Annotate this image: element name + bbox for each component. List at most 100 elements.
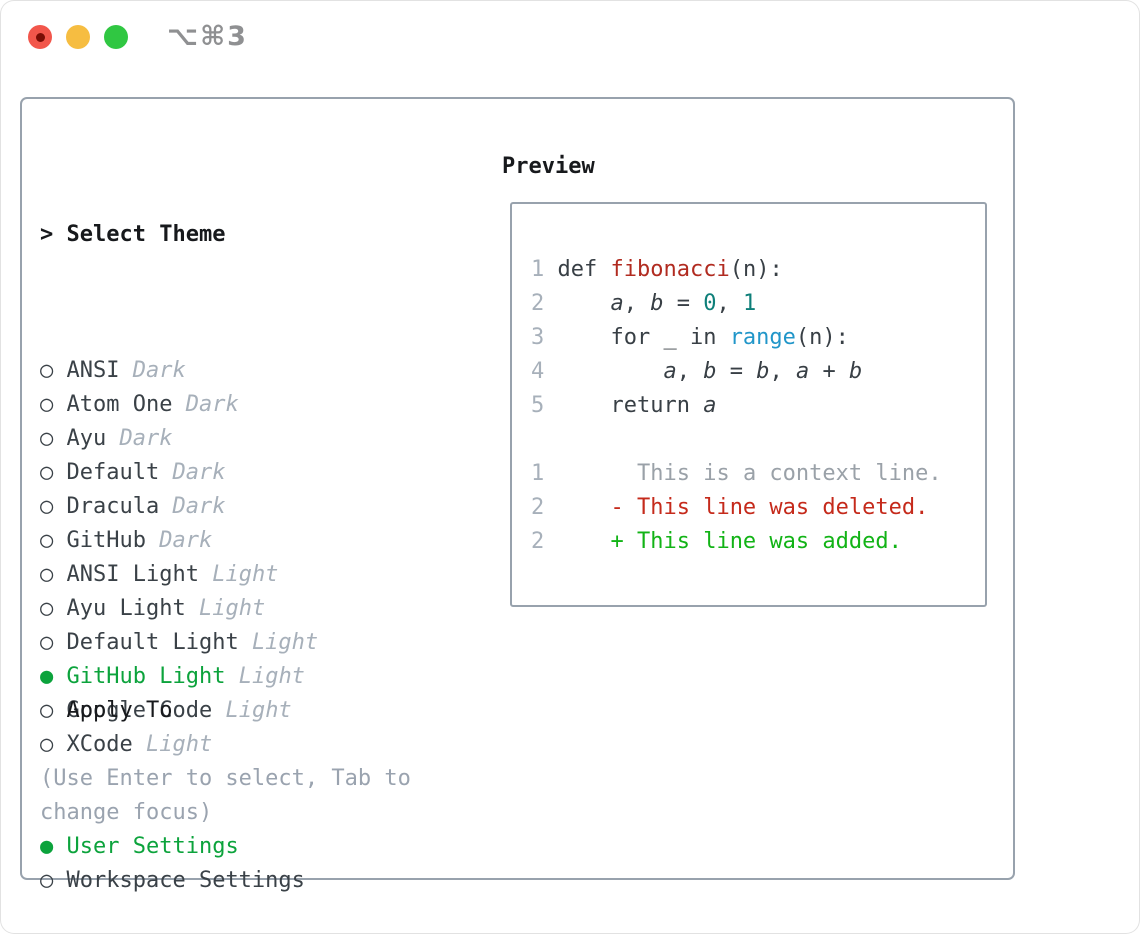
theme-option-atom-one[interactable]: ○ Atom One Dark xyxy=(40,388,318,422)
code-token: 1 xyxy=(742,291,757,316)
theme-kind: Light xyxy=(198,596,266,621)
theme-kind: Light xyxy=(145,732,213,757)
radio-off-icon: ○ xyxy=(40,698,54,723)
line-number: 2 xyxy=(531,495,545,520)
theme-option-ayu-light[interactable]: ○ Ayu Light Light xyxy=(40,592,318,626)
theme-list: > Select Theme ○ ANSI Dark○ Atom One Dar… xyxy=(40,150,318,762)
apply-option-label: Workspace Settings xyxy=(66,868,305,893)
code-token: a xyxy=(663,359,677,384)
radio-off-icon: ○ xyxy=(40,630,54,655)
line-number: 3 xyxy=(531,325,545,350)
code-token: (n): xyxy=(795,325,849,350)
preview-code-line: 5 return a xyxy=(531,389,942,423)
minimize-button[interactable] xyxy=(66,25,90,49)
line-number: 2 xyxy=(531,291,545,316)
theme-option-google-code[interactable]: ○ Google Code Light xyxy=(40,694,318,728)
code-token: fibonacci xyxy=(610,257,730,282)
theme-kind: Light xyxy=(225,698,292,723)
radio-off-icon: ○ xyxy=(40,732,54,757)
preview-header: Preview xyxy=(502,154,595,179)
preview-code-line: 1 def fibonacci(n): xyxy=(531,253,942,287)
theme-kind: Dark xyxy=(119,426,173,451)
preview-code-line: 1 This is a context line. xyxy=(531,457,942,491)
radio-off-icon: ○ xyxy=(40,426,54,451)
theme-name: Ayu xyxy=(66,426,107,451)
radio-off-icon: ○ xyxy=(40,528,54,553)
code-token: , xyxy=(623,291,651,316)
theme-option-ansi-light[interactable]: ○ ANSI Light Light xyxy=(40,558,318,592)
code-token: a xyxy=(610,291,624,316)
theme-option-ayu[interactable]: ○ Ayu Dark xyxy=(40,422,318,456)
line-number: 1 xyxy=(531,461,545,486)
code-token: , xyxy=(676,359,704,384)
apply-option-workspace-settings[interactable]: ○ Workspace Settings xyxy=(40,864,305,898)
code-token xyxy=(558,529,611,554)
preview-code-line: 2 + This line was added. xyxy=(531,525,942,559)
code-token: , xyxy=(769,359,796,384)
theme-option-dracula[interactable]: ○ Dracula Dark xyxy=(40,490,318,524)
theme-list-header-label: Select Theme xyxy=(66,222,226,247)
pointer-icon: > xyxy=(40,222,54,247)
code-token: = xyxy=(663,291,704,316)
radio-off-icon: ○ xyxy=(40,392,54,417)
theme-picker-panel: > Select Theme ○ ANSI Dark○ Atom One Dar… xyxy=(20,97,1015,893)
theme-option-github[interactable]: ○ GitHub Dark xyxy=(40,524,318,558)
code-token: = xyxy=(716,359,757,384)
code-token: a xyxy=(703,393,717,418)
code-token: b xyxy=(703,359,717,384)
code-token xyxy=(558,359,664,384)
code-token: , xyxy=(716,291,743,316)
radio-off-icon: ○ xyxy=(40,868,54,893)
theme-kind: Dark xyxy=(132,358,186,383)
theme-name: Ayu Light xyxy=(66,596,186,621)
keyboard-shortcut-label: ⌥⌘3 xyxy=(167,21,248,52)
preview-code-line: 2 a, b = 0, 1 xyxy=(531,287,942,321)
line-number: 1 xyxy=(531,257,545,282)
record-dot-icon xyxy=(35,32,45,42)
code-token: b xyxy=(756,359,770,384)
code-token: b xyxy=(650,291,664,316)
apply-to-group: Apply To ● User Settings○ Workspace Sett… xyxy=(40,626,305,898)
code-token: (n): xyxy=(729,257,783,282)
theme-option-default-light[interactable]: ○ Default Light Light xyxy=(40,626,318,660)
theme-kind: Dark xyxy=(172,494,226,519)
theme-kind: Light xyxy=(238,664,305,689)
titlebar: ⌥⌘3 xyxy=(0,0,1140,75)
theme-name: GitHub Light xyxy=(66,664,226,689)
theme-option-xcode[interactable]: ○ XCode Light xyxy=(40,728,318,762)
line-number: 2 xyxy=(531,529,545,554)
theme-option-default[interactable]: ○ Default Dark xyxy=(40,456,318,490)
theme-name: XCode xyxy=(66,732,133,757)
code-token xyxy=(558,495,611,520)
apply-option-label: User Settings xyxy=(66,834,239,859)
theme-option-ansi[interactable]: ○ ANSI Dark xyxy=(40,354,318,388)
radio-on-icon: ● xyxy=(40,834,54,859)
radio-off-icon: ○ xyxy=(40,358,54,383)
theme-kind: Light xyxy=(251,630,319,655)
apply-to-header: Apply To xyxy=(40,694,305,728)
theme-name: GitHub xyxy=(66,528,146,553)
theme-name: Default xyxy=(66,460,160,485)
radio-off-icon: ○ xyxy=(40,562,54,587)
apply-option-user-settings[interactable]: ● User Settings xyxy=(40,830,305,864)
code-token: range xyxy=(729,325,796,350)
help-text: (Use Enter to select, Tab to change focu… xyxy=(40,766,411,825)
theme-name: Dracula xyxy=(66,494,160,519)
preview-code-line xyxy=(531,423,942,457)
code-token: a xyxy=(795,359,810,384)
code-token xyxy=(558,461,637,486)
theme-name: Google Code xyxy=(66,698,213,723)
close-button[interactable] xyxy=(28,25,52,49)
code-token: + xyxy=(809,359,849,384)
preview-code-line: 4 a, b = b, a + b xyxy=(531,355,942,389)
theme-option-github-light[interactable]: ● GitHub Light Light xyxy=(40,660,318,694)
theme-kind: Dark xyxy=(185,392,239,417)
code-token: b xyxy=(848,359,863,384)
line-number: 5 xyxy=(531,393,545,418)
maximize-button[interactable] xyxy=(104,25,128,49)
radio-off-icon: ○ xyxy=(40,494,54,519)
code-token: + This line was added. xyxy=(610,529,902,554)
